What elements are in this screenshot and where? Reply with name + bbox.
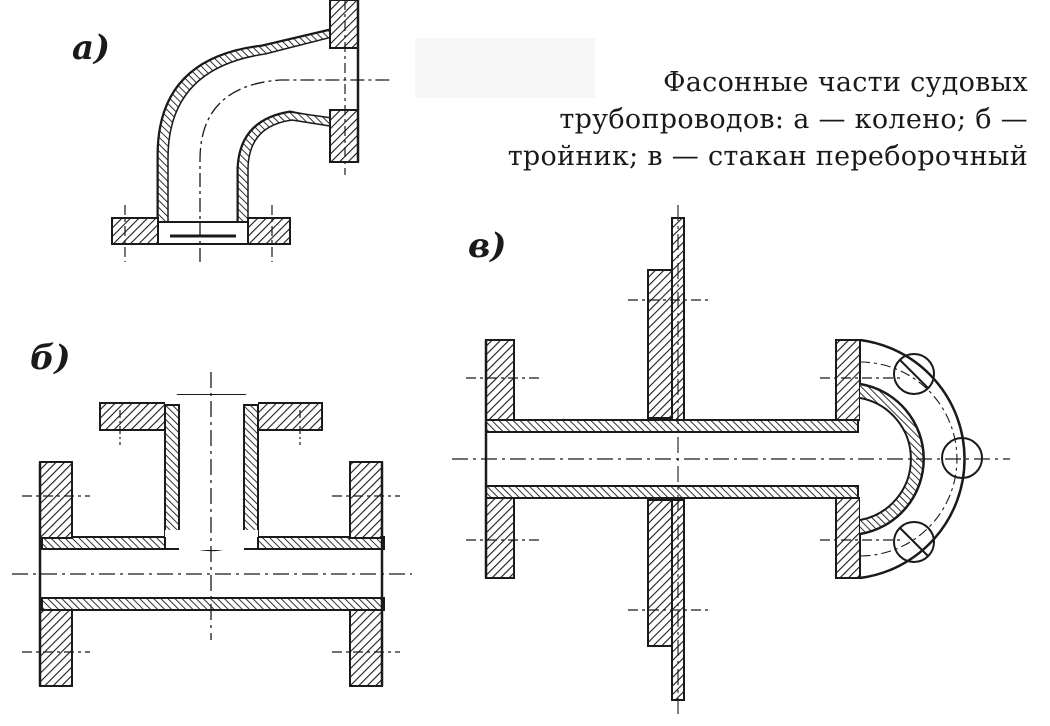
scan-shade [415, 38, 595, 98]
label-v: в) [468, 226, 507, 266]
elbow-drawing [111, 0, 392, 262]
figure-caption: Фасонные части судовых трубопроводов: а … [408, 64, 1028, 175]
sleeve-drawing [452, 205, 1010, 716]
caption-line-3: тройник; в — стакан переборочный [507, 141, 1028, 172]
caption-line-2: трубопроводов: а — колено; б — [559, 104, 1028, 135]
tee-drawing [12, 372, 412, 687]
caption-line-1: Фасонные части судовых [663, 67, 1028, 98]
label-a: а) [72, 28, 111, 68]
label-b: б) [30, 338, 71, 378]
